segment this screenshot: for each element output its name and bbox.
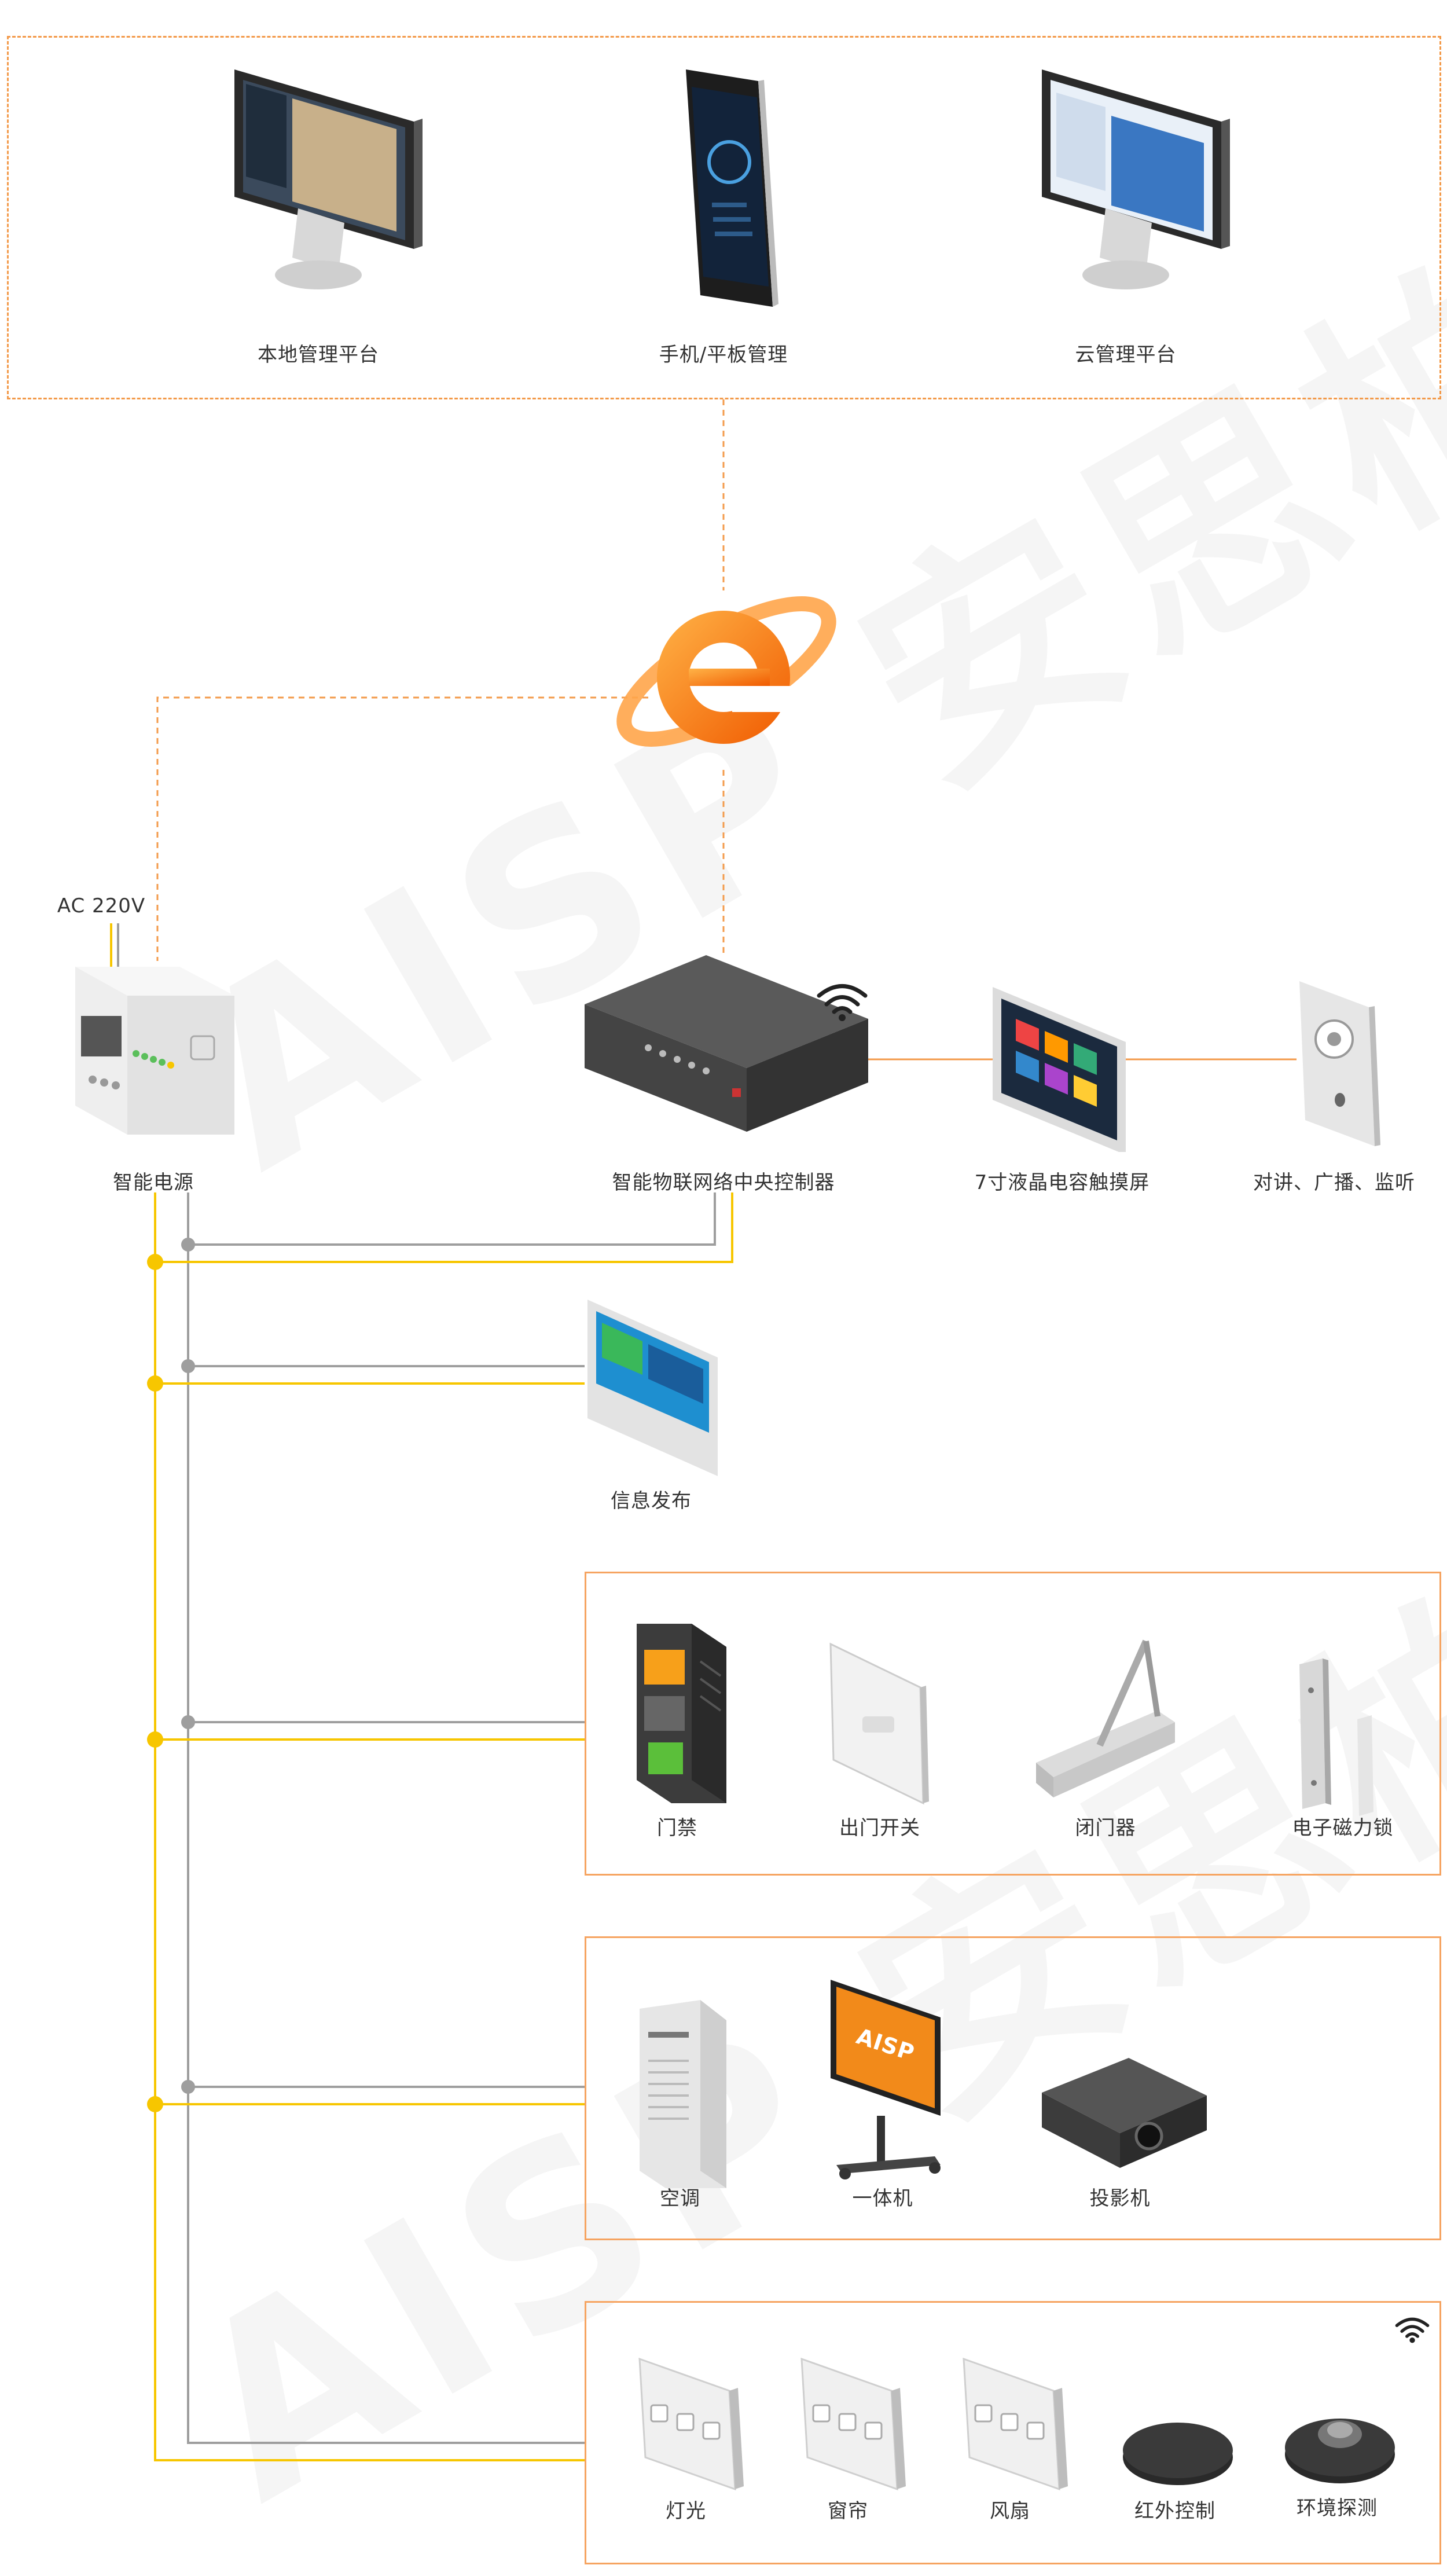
gray-junction-dot [181, 2080, 195, 2094]
env-sensor-label: 环境探测 [1297, 2497, 1378, 2520]
curtain-label: 窗帘 [828, 2500, 868, 2523]
touch-screen-icon [993, 987, 1126, 1152]
cloud-platform-label: 云管理平台 [1075, 343, 1177, 366]
central-controller-label: 智能物联网络中央控制器 [612, 1171, 835, 1194]
light-label: 灯光 [666, 2500, 706, 2523]
ir-controller-icon [1123, 2423, 1233, 2485]
dashed-link-cloud-to-power [156, 696, 648, 961]
yellow-junction-dot [147, 1254, 163, 1270]
door-closer-icon [1036, 1639, 1175, 1797]
air-conditioner-icon [640, 2000, 726, 2188]
magnetic-lock-icon [1299, 1658, 1373, 1816]
light-switch-panel-icon [638, 2357, 744, 2491]
management-platform-group [7, 36, 1441, 399]
ac-voltage-label: AC 220V [57, 894, 146, 918]
gray-bus-trunk [187, 1192, 585, 2444]
smart-power-module-icon [75, 967, 234, 1135]
fan-switch-panel-icon [963, 2357, 1068, 2491]
air-conditioner-label: 空调 [660, 2187, 700, 2210]
projector-icon [1042, 2058, 1207, 2168]
yellow-bus-to-controller [155, 1192, 733, 1263]
intercom-label: 对讲、广播、监听 [1253, 1171, 1415, 1194]
gray-junction-dot [181, 1715, 195, 1729]
yellow-junction-dot [147, 1375, 163, 1392]
environment-sensor-icon [1285, 2419, 1395, 2483]
smartphone-icon [686, 69, 778, 307]
projector-label: 投影机 [1089, 2187, 1151, 2210]
touch-screen-label: 7寸液晶电容触摸屏 [974, 1171, 1150, 1194]
wifi-icon [1395, 2317, 1430, 2343]
exit-switch-label: 出门开关 [839, 1817, 920, 1840]
smart-power-label: 智能电源 [113, 1171, 194, 1194]
curtain-switch-panel-icon [800, 2357, 906, 2491]
gray-junction-dot [181, 1238, 195, 1252]
local-platform-label: 本地管理平台 [258, 343, 379, 366]
mobile-platform-label: 手机/平板管理 [659, 343, 788, 366]
desktop-monitor-icon [234, 69, 423, 289]
all-in-one-screen-icon [831, 1980, 941, 2179]
yellow-bus-trunk [154, 1192, 585, 2461]
access-control-terminal-icon [637, 1624, 726, 1803]
gray-bus-to-controller [188, 1192, 716, 1246]
ir-control-label: 红外控制 [1134, 2500, 1215, 2523]
exit-switch-icon [829, 1642, 929, 1805]
yellow-junction-dot [147, 2096, 163, 2112]
access-control-label: 门禁 [657, 1817, 697, 1840]
cloud-monitor-icon [1042, 69, 1230, 289]
gray-junction-dot [181, 1359, 195, 1373]
info-release-label: 信息发布 [611, 1489, 692, 1513]
magnetic-lock-label: 电子磁力锁 [1292, 1817, 1394, 1840]
intercom-panel-icon [1299, 981, 1380, 1146]
network-cloud-logo-icon [616, 596, 836, 747]
all-in-one-label: 一体机 [852, 2187, 913, 2210]
environment-group [585, 2301, 1441, 2564]
info-display-icon [587, 1300, 718, 1476]
fan-label: 风扇 [990, 2500, 1030, 2523]
av-device-group [585, 1936, 1441, 2240]
central-controller-icon [585, 955, 868, 1132]
door-closer-label: 闭门器 [1075, 1817, 1136, 1840]
access-control-group [585, 1572, 1441, 1876]
wifi-icon [817, 984, 868, 1021]
yellow-junction-dot [147, 1731, 163, 1748]
